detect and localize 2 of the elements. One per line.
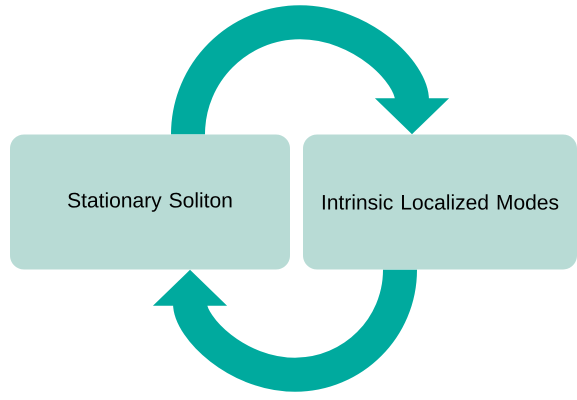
rounded-box: Stationary Soliton [10, 134, 290, 270]
rounded-box: Intrinsic Localized Modes [303, 134, 577, 270]
